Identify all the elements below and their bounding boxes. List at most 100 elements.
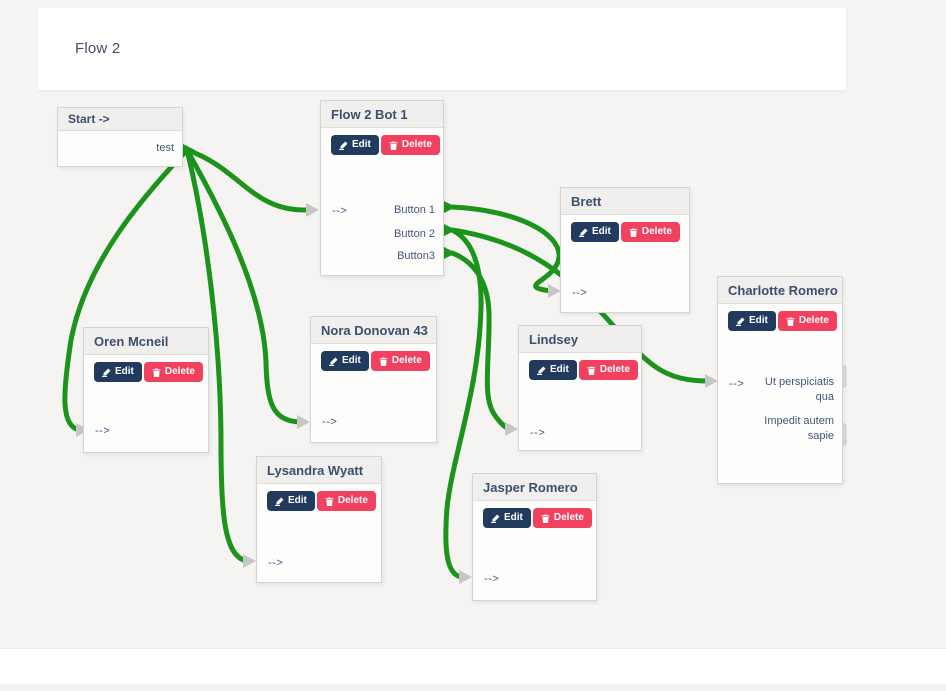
node-brett-input[interactable]: --> — [572, 287, 588, 299]
trash-icon — [786, 317, 795, 326]
delete-button[interactable]: Delete — [370, 351, 430, 371]
connection-button3-to-lindsey[interactable] — [449, 250, 514, 432]
node-nora[interactable]: Nora Donovan 43 Edit Delete --> — [310, 316, 437, 443]
delete-label: Delete — [391, 355, 422, 366]
delete-label: Delete — [798, 315, 829, 326]
node-oren[interactable]: Oren Mcneil Edit Delete --> — [83, 327, 209, 453]
input-anchor-brett[interactable] — [548, 284, 561, 298]
node-lysandra[interactable]: Lysandra Wyatt Edit Delete --> — [256, 456, 382, 583]
node-oren-title[interactable]: Oren Mcneil — [84, 328, 208, 355]
delete-button[interactable]: Delete — [578, 360, 638, 380]
node-charlotte-output-2[interactable]: Impedit autem sapie — [764, 415, 834, 442]
connection-test-to-nora[interactable] — [184, 147, 303, 425]
edit-button[interactable]: Edit — [331, 135, 379, 155]
node-flow2bot1-output-button3[interactable]: Button3 — [397, 250, 435, 262]
node-jasper-title[interactable]: Jasper Romero — [473, 474, 596, 501]
input-anchor-charlotte[interactable] — [705, 374, 718, 388]
connection-button2-to-jasper[interactable] — [443, 227, 484, 580]
edit-button[interactable]: Edit — [267, 491, 315, 511]
input-anchor-lindsey[interactable] — [505, 422, 518, 436]
edit-label: Edit — [352, 139, 371, 150]
trash-icon — [541, 514, 550, 523]
output-anchor-test[interactable] — [183, 144, 195, 156]
node-lysandra-title[interactable]: Lysandra Wyatt — [257, 457, 381, 484]
node-start-title[interactable]: Start -> — [58, 108, 182, 131]
delete-button[interactable]: Delete — [532, 508, 592, 528]
node-lindsey-input[interactable]: --> — [530, 427, 546, 439]
input-anchor-lysandra[interactable] — [243, 554, 256, 568]
edit-icon — [491, 514, 500, 523]
flow-title: Flow 2 — [75, 40, 121, 57]
delete-label: Delete — [599, 364, 630, 375]
delete-label: Delete — [164, 366, 195, 377]
node-brett-title[interactable]: Brett — [561, 188, 689, 215]
edit-label: Edit — [288, 495, 307, 506]
input-anchor-flow2bot1[interactable] — [306, 203, 319, 217]
flow-canvas[interactable]: Flow 2 Start -> test Flow 2 Bot 1 Edit — [0, 0, 946, 648]
edit-icon — [275, 497, 284, 506]
connection-test-to-flow2bot1[interactable] — [184, 147, 311, 213]
connection-button1-to-brett[interactable] — [449, 204, 562, 294]
input-anchor-oren[interactable] — [76, 423, 89, 437]
delete-button[interactable]: Delete — [380, 135, 440, 155]
output-anchor-button1[interactable] — [444, 201, 456, 213]
edit-icon — [579, 228, 588, 237]
node-lindsey[interactable]: Lindsey Edit Delete --> — [518, 325, 642, 451]
edit-button[interactable]: Edit — [94, 362, 142, 382]
node-flow2bot1-output-button2[interactable]: Button 2 — [394, 228, 435, 240]
node-flow2bot1-input[interactable]: --> — [332, 205, 348, 217]
edit-label: Edit — [504, 512, 523, 523]
output-anchor-button2[interactable] — [444, 224, 456, 236]
delete-button[interactable]: Delete — [777, 311, 837, 331]
edit-button[interactable]: Edit — [321, 351, 369, 371]
node-charlotte-input[interactable]: --> — [729, 378, 745, 390]
trash-icon — [379, 357, 388, 366]
node-flow2bot1-output-button1[interactable]: Button 1 — [394, 204, 435, 216]
flow-header: Flow 2 — [38, 8, 846, 91]
delete-label: Delete — [337, 495, 368, 506]
node-nora-input[interactable]: --> — [322, 416, 338, 428]
node-start[interactable]: Start -> test — [57, 107, 183, 167]
edit-button[interactable]: Edit — [529, 360, 577, 380]
edit-button[interactable]: Edit — [571, 222, 619, 242]
input-anchor-jasper[interactable] — [459, 570, 472, 584]
edit-label: Edit — [550, 364, 569, 375]
node-nora-title[interactable]: Nora Donovan 43 — [311, 317, 436, 344]
node-charlotte-title[interactable]: Charlotte Romero — [718, 277, 842, 304]
page-bottom-strip — [0, 684, 946, 691]
edit-label: Edit — [342, 355, 361, 366]
trash-icon — [629, 228, 638, 237]
trash-icon — [152, 368, 161, 377]
node-lindsey-title[interactable]: Lindsey — [519, 326, 641, 353]
connection-button2-to-charlotte[interactable] — [449, 227, 712, 384]
connection-test-to-lysandra[interactable] — [184, 147, 251, 564]
edit-label: Edit — [592, 226, 611, 237]
delete-button[interactable]: Delete — [143, 362, 203, 382]
edit-icon — [339, 141, 348, 150]
output-anchor-button3[interactable] — [444, 247, 456, 259]
edit-label: Edit — [115, 366, 134, 377]
edit-icon — [102, 368, 111, 377]
node-start-output-test[interactable]: test — [156, 142, 174, 154]
edit-icon — [329, 357, 338, 366]
edit-label: Edit — [749, 315, 768, 326]
node-charlotte-output-1[interactable]: Ut perspiciatis qua — [764, 376, 834, 403]
node-flow2bot1-title[interactable]: Flow 2 Bot 1 — [321, 101, 443, 128]
connection-test-to-oren[interactable] — [62, 147, 190, 433]
node-oren-input[interactable]: --> — [95, 425, 111, 437]
node-flow2bot1[interactable]: Flow 2 Bot 1 Edit Delete --> Button 1 — [320, 100, 444, 276]
node-jasper[interactable]: Jasper Romero Edit Delete --> — [472, 473, 597, 601]
delete-button[interactable]: Delete — [316, 491, 376, 511]
trash-icon — [389, 141, 398, 150]
delete-button[interactable]: Delete — [620, 222, 680, 242]
edit-button[interactable]: Edit — [728, 311, 776, 331]
input-anchor-nora[interactable] — [297, 415, 310, 429]
trash-icon — [587, 366, 596, 375]
delete-label: Delete — [401, 139, 432, 150]
node-brett[interactable]: Brett Edit Delete --> — [560, 187, 690, 313]
node-lysandra-input[interactable]: --> — [268, 557, 284, 569]
page-bottom-area — [0, 648, 946, 691]
node-jasper-input[interactable]: --> — [484, 573, 500, 585]
node-charlotte[interactable]: Charlotte Romero Edit Delete --> U — [717, 276, 843, 484]
edit-button[interactable]: Edit — [483, 508, 531, 528]
